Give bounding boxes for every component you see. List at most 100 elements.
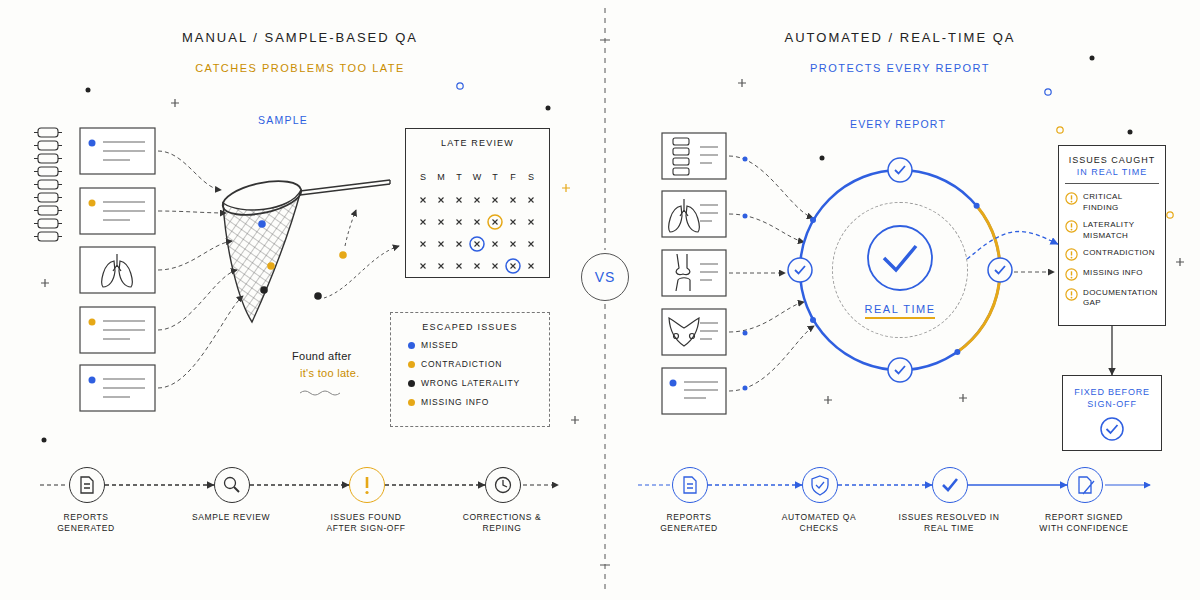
pelvis-icon-part xyxy=(690,334,695,339)
report-cards-right xyxy=(662,133,726,414)
lungs-icon xyxy=(102,254,132,287)
card-dots-part xyxy=(743,214,748,219)
issue-text: MISSING INFO xyxy=(1083,268,1143,278)
calendar-marks-part xyxy=(493,198,498,203)
decoration-part xyxy=(738,79,746,87)
node-text: SAMPLE REVIEW xyxy=(179,512,283,523)
squiggle xyxy=(300,391,340,395)
pelvis-icon xyxy=(669,318,699,346)
spine-figure-part xyxy=(38,219,58,228)
label-text: CATCHES PROBLEMS TOO LATE xyxy=(195,62,405,74)
calendar-marks-part xyxy=(457,198,462,203)
legend-swatch xyxy=(408,399,415,406)
alert-icon-part xyxy=(1071,277,1073,279)
ring-part xyxy=(810,317,816,323)
step-caption: SAMPLE REVIEW xyxy=(179,512,283,523)
flow-arrow xyxy=(1014,272,1054,273)
process-step: REPORTS GENERATED xyxy=(69,467,105,503)
calendar-day: T xyxy=(492,172,498,182)
calendar-marks-part xyxy=(493,220,498,225)
alert-icon xyxy=(1065,192,1078,205)
card-arrows-right-part xyxy=(729,273,785,274)
ring-part xyxy=(884,246,916,270)
dot xyxy=(267,262,275,270)
spine-figure-part xyxy=(34,158,62,159)
legend-swatch xyxy=(408,342,415,349)
decoration-part xyxy=(41,279,49,287)
decoration-part xyxy=(457,83,463,89)
calendar-day: S xyxy=(528,172,534,182)
alert-icon-part xyxy=(1071,201,1073,203)
card-arrows xyxy=(158,151,243,388)
calendar-marks-part xyxy=(511,220,516,225)
flow-connector xyxy=(708,484,802,485)
decoration-part xyxy=(171,99,179,107)
spine-icon xyxy=(673,138,689,175)
calendar-day: T xyxy=(456,172,462,182)
calendar-marks-part xyxy=(506,259,520,273)
alert-icon-part xyxy=(1066,269,1077,280)
calendar-marks-part xyxy=(488,215,502,229)
step-icons-right-part xyxy=(943,479,957,490)
card-lines xyxy=(103,142,145,397)
calendar-marks-part xyxy=(529,198,534,203)
calendar-marks-part xyxy=(457,242,462,247)
card-dots-part xyxy=(743,331,748,336)
flow-connector xyxy=(1111,326,1112,375)
node-text: CORRECTIONS & REPIING xyxy=(450,512,554,535)
issue-text: CONTRADICTION xyxy=(1083,248,1155,258)
timeline-ends-part xyxy=(1105,484,1150,485)
calendar-day: S xyxy=(420,172,426,182)
vs-circle: VS xyxy=(581,253,629,301)
calendar-marks-part xyxy=(421,242,426,247)
card-lines-right-part xyxy=(684,382,718,398)
alert-icon-part xyxy=(1071,229,1073,231)
net xyxy=(220,175,390,322)
spine-figure-part xyxy=(38,180,58,189)
step-caption: CORRECTIONS & REPIING xyxy=(450,512,554,535)
step-icons xyxy=(81,477,511,494)
calendar-box: LATE REVIEW xyxy=(405,128,550,278)
step-caption: REPORTS GENERATED xyxy=(34,512,138,535)
label-text: it's too late. xyxy=(300,367,360,379)
legend-swatch xyxy=(408,361,415,368)
escape-arrow xyxy=(324,246,399,298)
calendar-marks-part xyxy=(439,198,444,203)
label-text: EVERY REPORT xyxy=(850,118,946,130)
dot xyxy=(339,251,347,259)
spine-figure-part xyxy=(38,206,58,215)
decoration-part xyxy=(86,88,91,93)
dot xyxy=(89,140,96,147)
check-icon xyxy=(1099,416,1125,442)
issues-box: ISSUES CAUGHTIN REAL TIMECRITICAL FINDIN… xyxy=(1058,145,1166,326)
card-dots-part xyxy=(743,157,748,162)
card-lines-right-part xyxy=(700,205,718,221)
card-lines-right-part xyxy=(700,147,718,163)
calendar-marks-part xyxy=(511,198,516,203)
check-circles-part xyxy=(895,166,905,174)
spine-figure-part xyxy=(34,184,62,185)
dot xyxy=(89,319,96,326)
issue-item: CRITICAL FINDING xyxy=(1065,192,1159,213)
step-icons-right-part xyxy=(1079,477,1094,494)
calendar-day: M xyxy=(437,172,445,182)
step-caption: ISSUES RESOLVED IN REAL TIME xyxy=(897,512,1001,535)
divider-part xyxy=(605,8,606,250)
issue-item: CONTRADICTION xyxy=(1065,248,1159,261)
process-step: SAMPLE REVIEW xyxy=(214,467,250,503)
check-icon-part xyxy=(1107,425,1118,433)
calendar-marks-part xyxy=(457,264,462,269)
pelvis-icon-part xyxy=(674,334,679,339)
step-icons-part xyxy=(81,477,93,493)
card-arrows-part xyxy=(158,241,232,270)
flow-connector xyxy=(838,484,932,485)
alert-icon-part xyxy=(1071,257,1073,259)
flow-connector xyxy=(385,484,485,485)
report-cards-left xyxy=(80,128,155,411)
card-arrows-right-part xyxy=(729,156,813,218)
node-text: AUTOMATED QA CHECKS xyxy=(767,512,871,535)
dot xyxy=(258,220,266,228)
check-circles-part xyxy=(888,158,912,182)
spine-figure-part xyxy=(34,210,62,211)
real-time-circle: REAL TIME xyxy=(832,202,968,338)
